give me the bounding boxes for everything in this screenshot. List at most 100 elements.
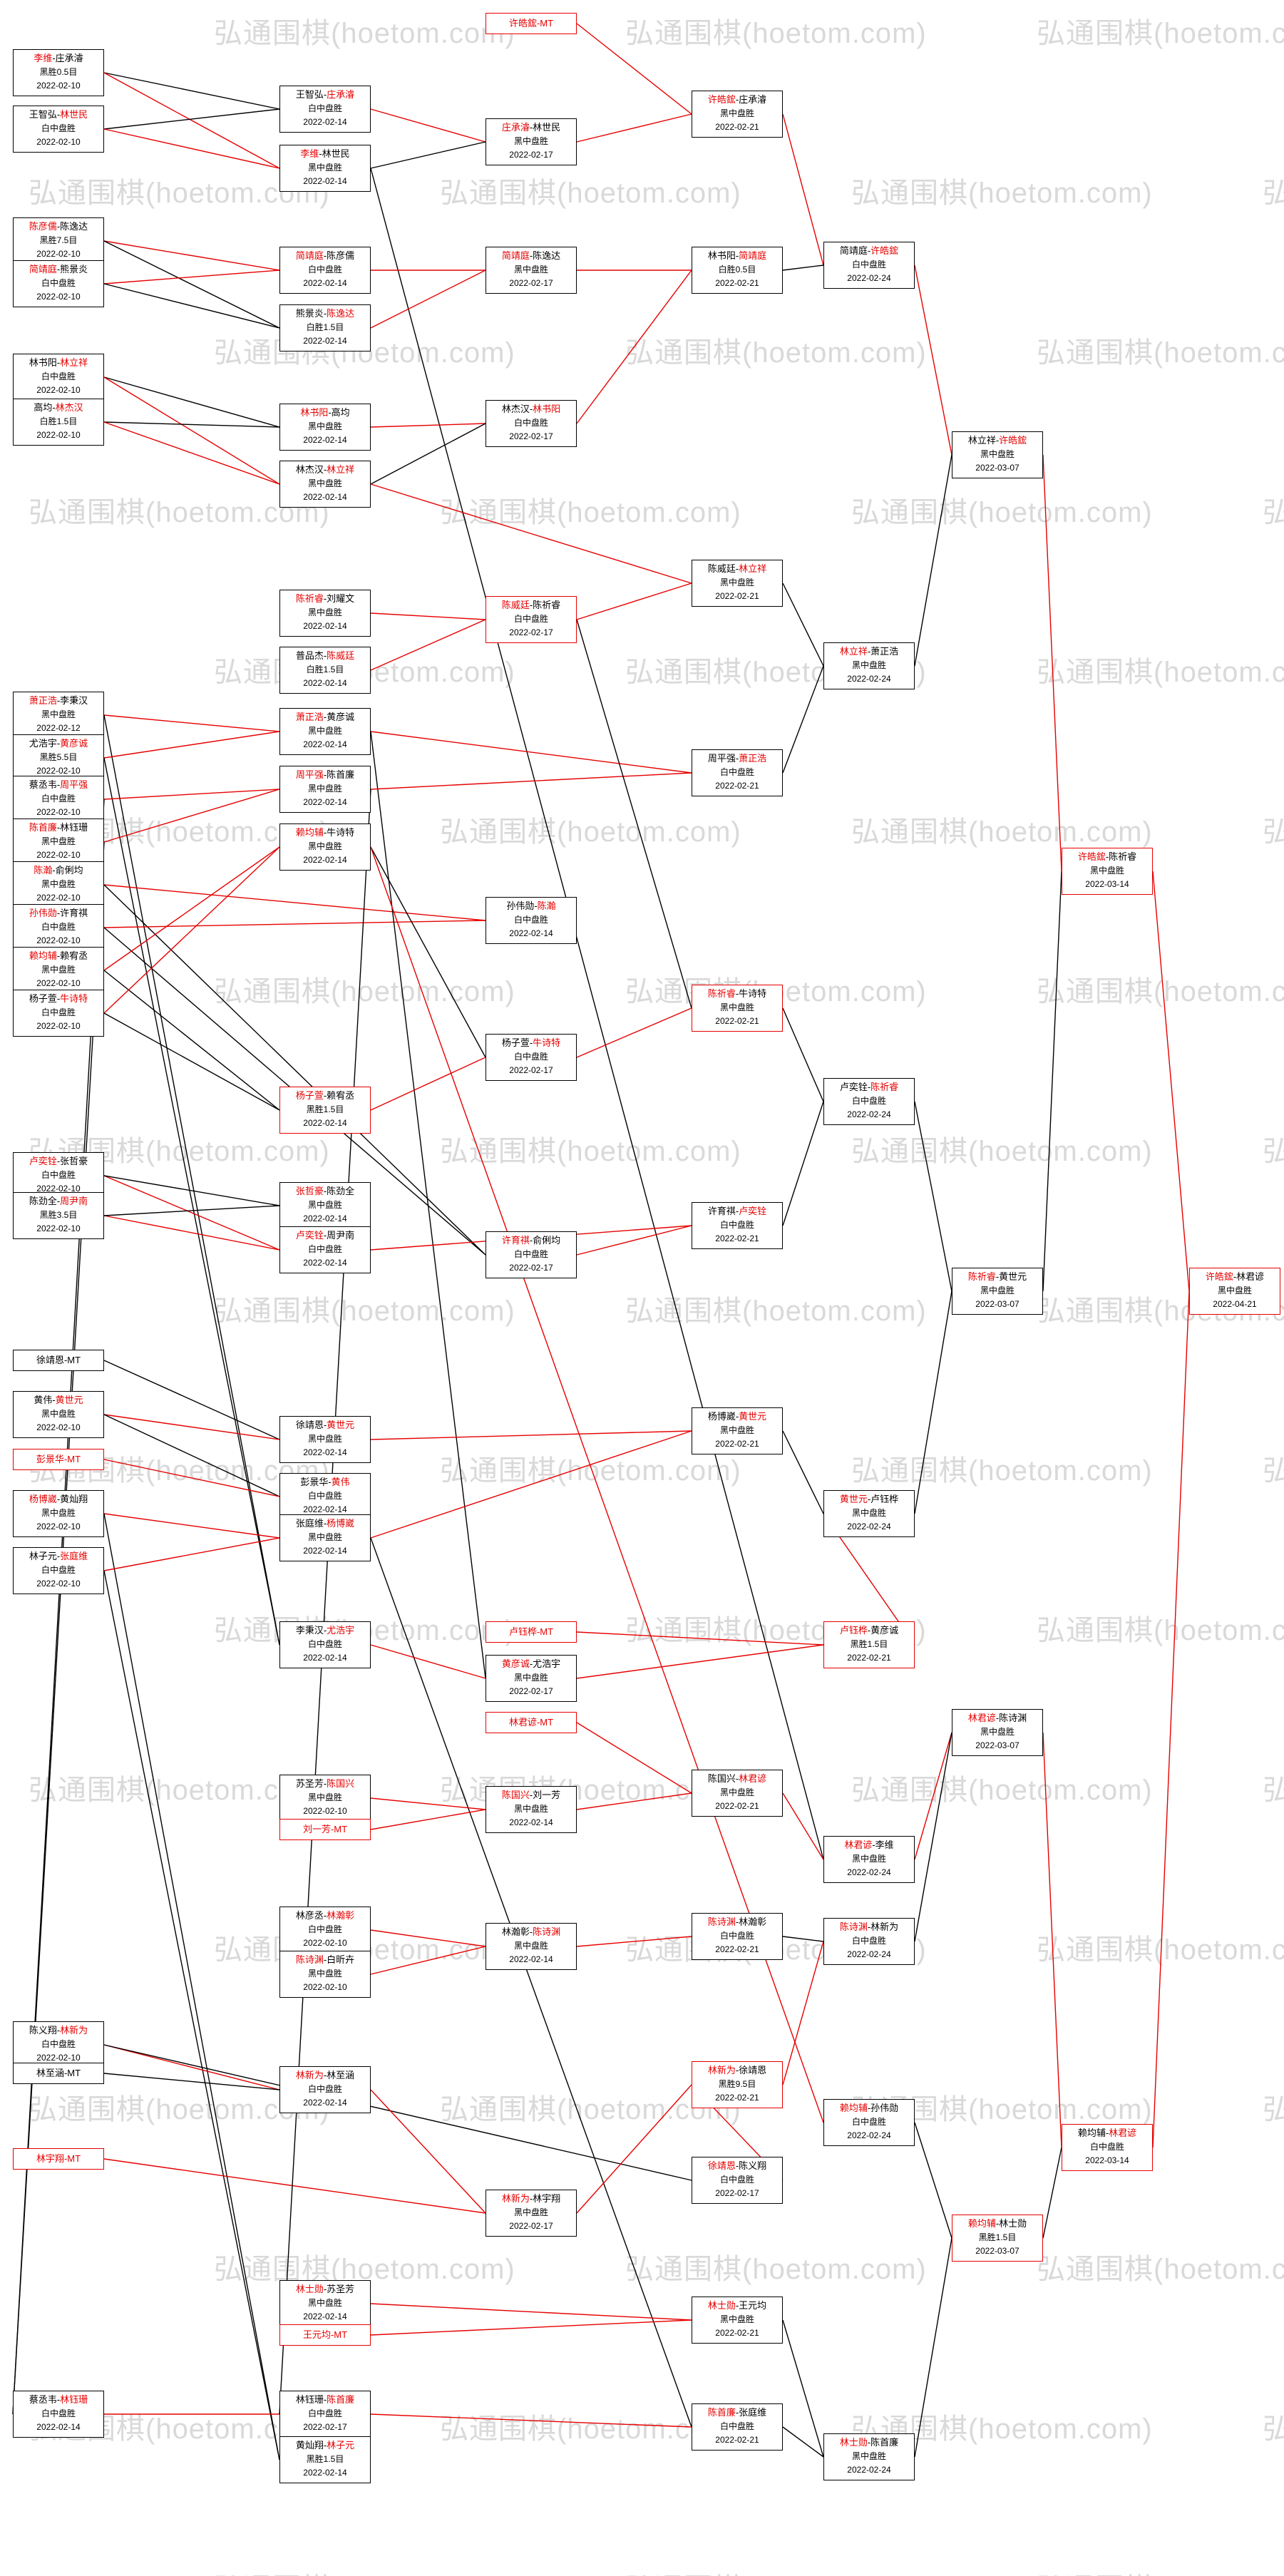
bye-box[interactable]: 卢钰桦-MT (486, 1621, 577, 1643)
game-result: 白中盘胜 (513, 1249, 548, 1259)
bye-box[interactable]: 林君谚-MT (486, 1712, 577, 1733)
bye-box[interactable]: 林至涵-MT (13, 2063, 104, 2084)
game-result: 白中盘胜 (41, 371, 76, 381)
bye-box[interactable]: 王元均-MT (279, 2324, 371, 2346)
bye-box[interactable]: 刘一芳-MT (279, 1819, 371, 1840)
players-line: 林立祥-许皓鋐 (952, 433, 1042, 448)
players-line: 陈诗渊-白昕卉 (280, 1953, 370, 1967)
bye-box[interactable]: 徐靖恩-MT (13, 1350, 104, 1371)
bye-box[interactable]: 林宇翔-MT (13, 2148, 104, 2170)
bye-box[interactable]: 彭景华-MT (13, 1449, 104, 1470)
game-result: 黑胜1.5目 (850, 1639, 888, 1649)
bye-box[interactable]: 许皓鋐-MT (486, 13, 577, 34)
watermark-text: 弘通围棋(hoetom.com) (625, 337, 927, 369)
